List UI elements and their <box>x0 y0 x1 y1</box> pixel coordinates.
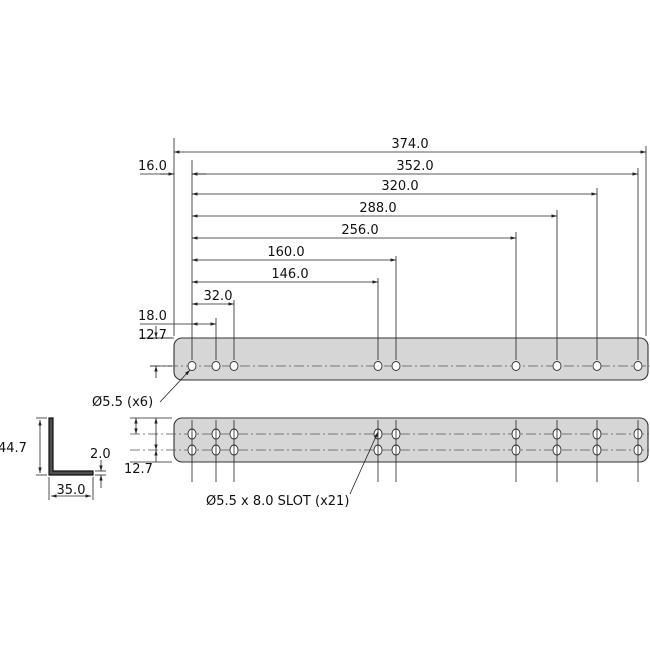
top-plate <box>173 337 649 381</box>
bottom-extension-lines <box>191 420 639 482</box>
hole <box>592 361 602 371</box>
dim-text-374: 374.0 <box>391 137 428 152</box>
hole <box>229 361 239 371</box>
dim-text-16: 16.0 <box>138 159 167 174</box>
hole <box>391 361 401 371</box>
hole <box>633 361 643 371</box>
hole <box>552 361 562 371</box>
slot-callout-text: Ø5.5 x 8.0 SLOT (x21) <box>206 494 349 509</box>
dim-text-320: 320.0 <box>381 179 418 194</box>
hole <box>187 361 197 371</box>
angle-profile: 44.7 35.0 2.0 <box>0 417 111 500</box>
dim-text-160: 160.0 <box>267 245 304 260</box>
hole <box>373 361 383 371</box>
hole-callout-text: Ø5.5 (x6) <box>92 395 153 410</box>
top-holes <box>187 361 643 371</box>
hole <box>211 361 221 371</box>
bottom-view: 12.7 <box>124 417 650 482</box>
profile-width-text: 35.0 <box>57 483 86 498</box>
dim-text-12-7-bottom: 12.7 <box>124 462 153 477</box>
profile-height-text: 44.7 <box>0 441 27 456</box>
angle-profile-shape <box>49 418 93 475</box>
bottom-plate <box>173 417 649 463</box>
slot-callout: Ø5.5 x 8.0 SLOT (x21) <box>206 431 379 509</box>
profile-thickness-text: 2.0 <box>90 447 111 462</box>
dim-text-256: 256.0 <box>341 223 378 238</box>
hole <box>511 361 521 371</box>
dim-text-146: 146.0 <box>271 267 308 282</box>
dim-text-288: 288.0 <box>359 201 396 216</box>
dimension-lines <box>140 150 646 378</box>
hole-callout: Ø5.5 (x6) <box>92 369 191 410</box>
dim-text-12-7-top: 12.7 <box>138 328 167 343</box>
top-view <box>150 337 650 381</box>
dim-text-352: 352.0 <box>396 159 433 174</box>
dim-text-32: 32.0 <box>204 289 233 304</box>
dim-text-18: 18.0 <box>138 309 167 324</box>
